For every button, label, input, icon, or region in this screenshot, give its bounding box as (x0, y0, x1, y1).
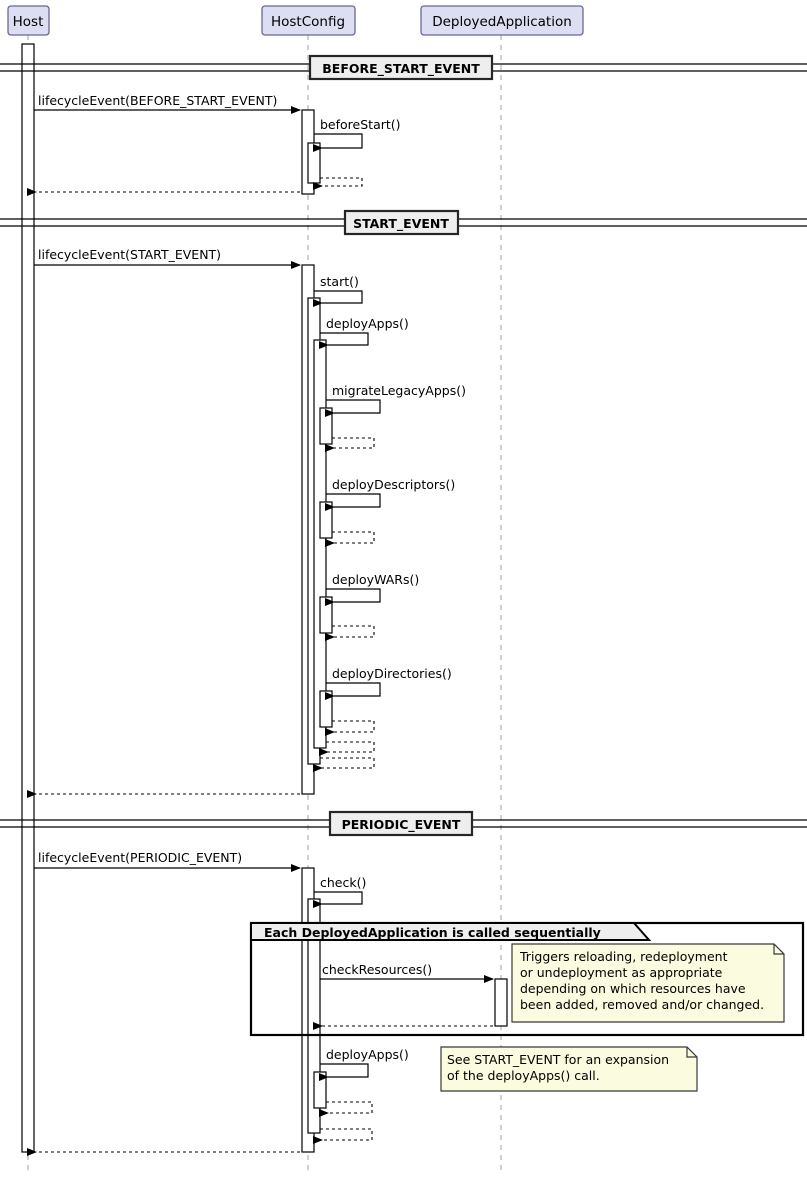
section-periodic-event: lifecycleEvent(PERIODIC_EVENT) check() E… (27, 850, 805, 1156)
message-label-start: start() (320, 274, 359, 289)
note-line: See START_EVENT for an expansion (447, 1052, 669, 1067)
activation-hostconfig-periodic-deployapps (313, 1071, 327, 1109)
divider-start-event: START_EVENT (0, 209, 807, 236)
activation-hostconfig-migrate (319, 407, 333, 445)
message-label-lifecycle-before-start: lifecycleEvent(BEFORE_START_EVENT) (38, 93, 277, 108)
message-label-deployapps: deployApps() (326, 316, 409, 331)
divider-label: PERIODIC_EVENT (342, 817, 461, 833)
message-label-lifecycle-periodic: lifecycleEvent(PERIODIC_EVENT) (38, 850, 242, 865)
activation-hostconfig-descriptors (319, 501, 333, 539)
divider-label: BEFORE_START_EVENT (322, 61, 480, 77)
participant-label: Host (13, 14, 44, 30)
participant-hostconfig[interactable]: HostConfig (261, 5, 356, 36)
activation-hostconfig-beforestart-nested (307, 142, 321, 184)
section-before-start-event: lifecycleEvent(BEFORE_START_EVENT) befor… (27, 93, 401, 196)
message-label-check: check() (320, 875, 366, 890)
lifelines (27, 35, 502, 1172)
message-label-deploywars: deployWARs() (332, 572, 419, 587)
divider-label: START_EVENT (353, 216, 449, 232)
note-check-resources: Triggers reloading, redeployment or unde… (511, 943, 785, 1023)
note-line: Triggers reloading, redeployment (519, 949, 728, 964)
participant-label: HostConfig (271, 14, 345, 30)
participant-host[interactable]: Host (7, 5, 50, 36)
activation-hostconfig-start-l3 (313, 339, 327, 749)
group-label: Each DeployedApplication is called seque… (264, 925, 601, 940)
activation-hostconfig-directories (319, 690, 333, 728)
activation-hostconfig-wars (319, 596, 333, 634)
activation-deployedapplication-checkresources (494, 978, 508, 1027)
section-start-event: lifecycleEvent(START_EVENT) start() depl… (27, 247, 466, 798)
message-label-lifecycle-start: lifecycleEvent(START_EVENT) (38, 247, 221, 262)
note-line: been added, removed and/or changed. (520, 997, 764, 1012)
message-label-beforestart: beforeStart() (320, 117, 401, 132)
note-line: depending on which resources have (520, 981, 746, 996)
activation-host (21, 43, 35, 1153)
message-label-checkresources: checkResources() (322, 962, 432, 977)
note-deploy-apps: See START_EVENT for an expansion of the … (440, 1046, 698, 1092)
message-label-deploydescriptors: deployDescriptors() (332, 477, 455, 492)
group-each-deployedapplication: Each DeployedApplication is called seque… (249, 921, 805, 1037)
participant-deployedapplication[interactable]: DeployedApplication (420, 5, 584, 36)
message-label-deploydirectories: deployDirectories() (332, 666, 452, 681)
message-label-migratelegacyapps: migrateLegacyApps() (332, 383, 466, 398)
note-line: of the deployApps() call. (447, 1068, 600, 1083)
note-line: or undeployment as appropriate (520, 965, 723, 980)
message-label-deployapps-periodic: deployApps() (326, 1047, 409, 1062)
participant-label: DeployedApplication (432, 14, 572, 30)
divider-before-start-event: BEFORE_START_EVENT (0, 54, 807, 81)
divider-periodic-event: PERIODIC_EVENT (0, 810, 807, 837)
